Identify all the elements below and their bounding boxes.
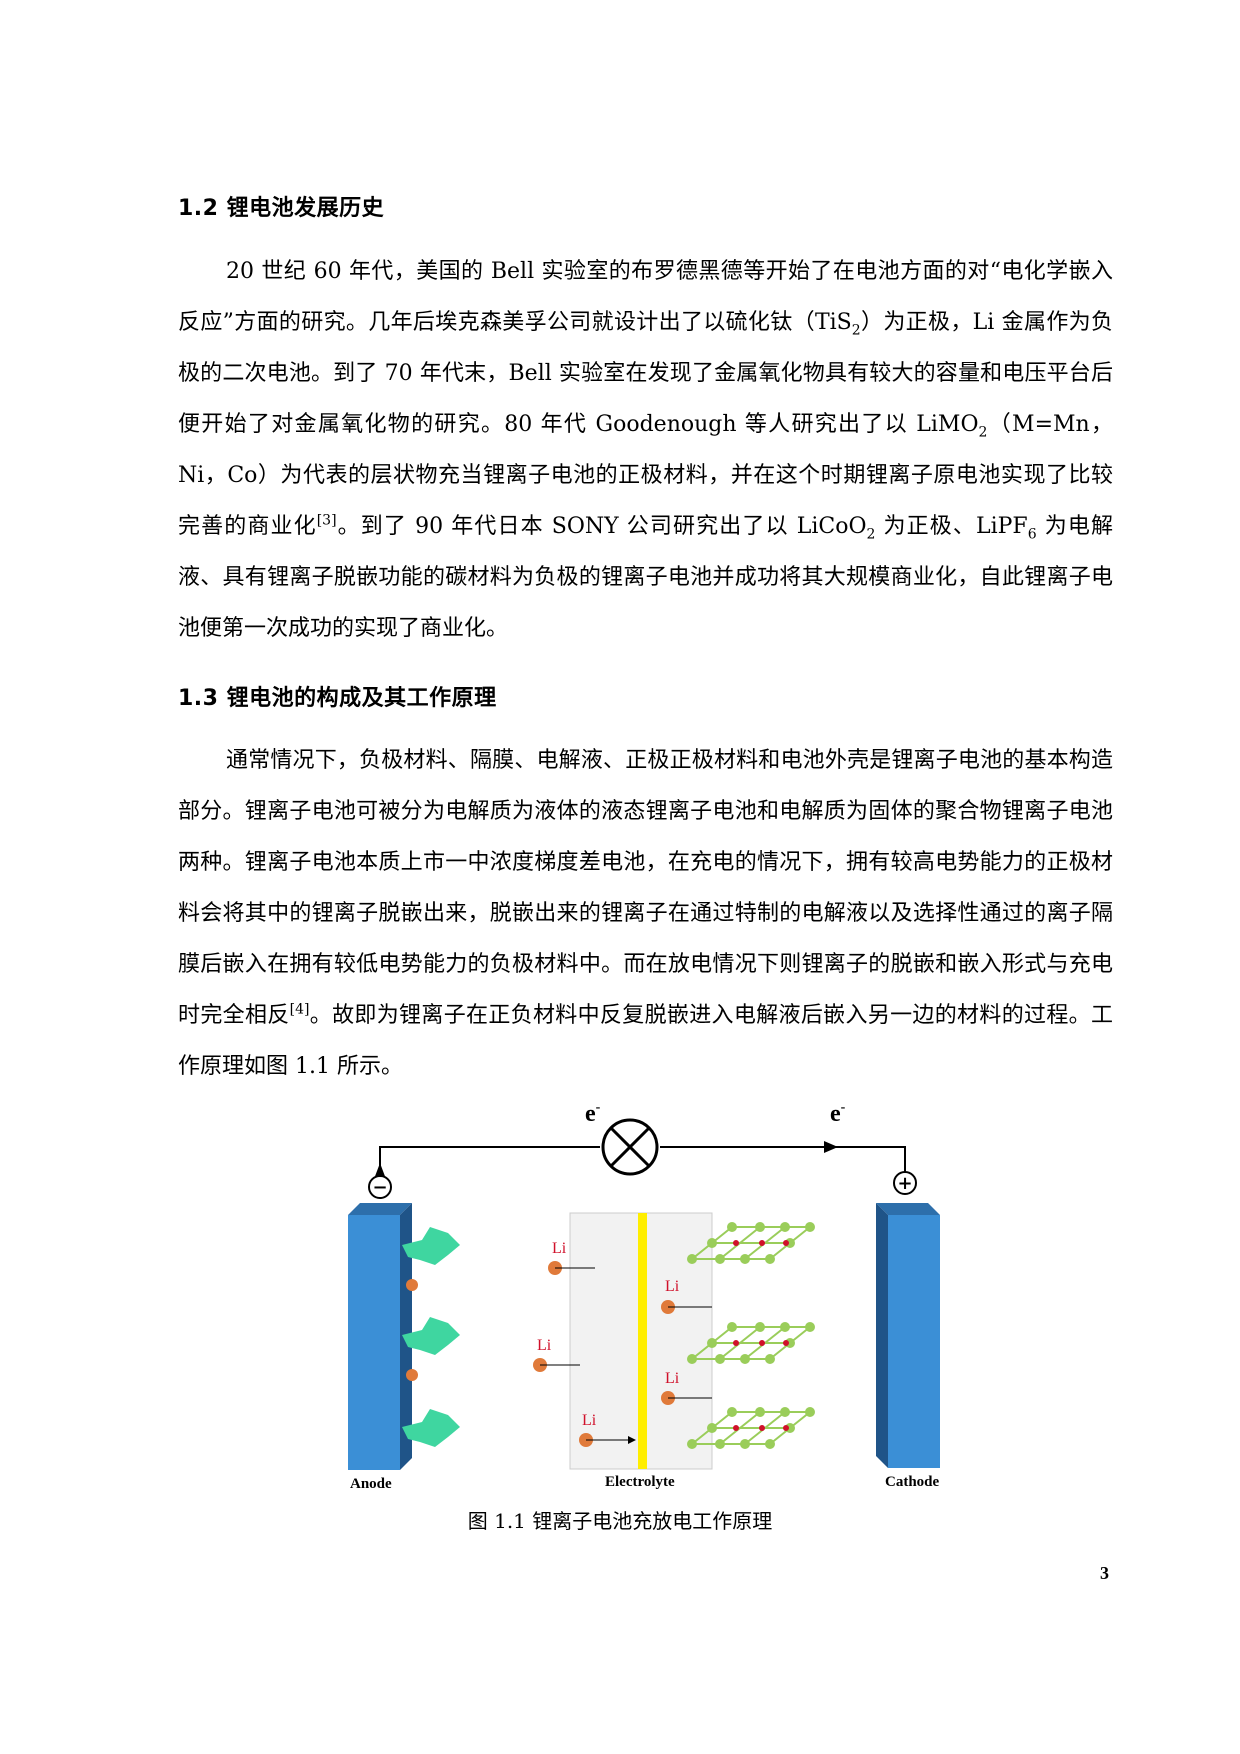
circuit-wire-left [379, 1146, 600, 1177]
svg-text:Li: Li [582, 1412, 597, 1429]
figure-caption: 图 1.1 锂离子电池充放电工作原理 [467, 1509, 773, 1533]
svg-text:Li: Li [552, 1240, 567, 1257]
cathode-lattice [687, 1222, 815, 1449]
cathode-electrode [876, 1203, 940, 1468]
cathode-label: Cathode [885, 1474, 940, 1490]
lamp-icon [601, 1118, 659, 1176]
section-heading-1-2: 1.2 锂电池发展历史 [178, 196, 385, 221]
separator [638, 1213, 647, 1469]
li-ion-group: Li Li Li Li Li [533, 1240, 712, 1447]
electrolyte-label: Electrolyte [605, 1474, 675, 1490]
negative-terminal-icon: − [368, 1175, 392, 1199]
paragraph-history: 20 世纪 60 年代，美国的 Bell 实验室的布罗德黑德等开始了在电池方面的… [178, 259, 1114, 641]
li-ion-anode-1 [406, 1279, 418, 1291]
li-ion-anode-2 [406, 1369, 418, 1381]
page-number: 3 [1100, 1563, 1109, 1583]
positive-terminal-icon: + [893, 1171, 917, 1195]
svg-text:Li: Li [665, 1370, 680, 1387]
battery-diagram: e- e- − + Li Li Li Li Li [348, 1100, 940, 1492]
citation-3[interactable]: [3] [316, 512, 337, 529]
svg-text:+: + [897, 1173, 912, 1194]
svg-text:Li: Li [537, 1337, 552, 1354]
svg-text:−: − [372, 1177, 387, 1198]
arrow-up-icon [374, 1163, 386, 1179]
electron-label-right: e- [830, 1100, 846, 1127]
anode-electrode [348, 1203, 412, 1470]
circuit-wire-right [660, 1146, 906, 1172]
svg-text:Li: Li [665, 1278, 680, 1295]
arrow-right-icon [824, 1141, 838, 1153]
electron-label-left: e- [585, 1100, 601, 1127]
citation-4[interactable]: [4] [289, 1001, 310, 1018]
paragraph-principle: 通常情况下，负极材料、隔膜、电解液、正极正极材料和电池外壳是锂离子电池的基本构造… [178, 748, 1113, 1079]
section-heading-1-3: 1.3 锂电池的构成及其工作原理 [178, 686, 497, 711]
anode-crystal [402, 1227, 460, 1447]
anode-label: Anode [350, 1476, 392, 1492]
